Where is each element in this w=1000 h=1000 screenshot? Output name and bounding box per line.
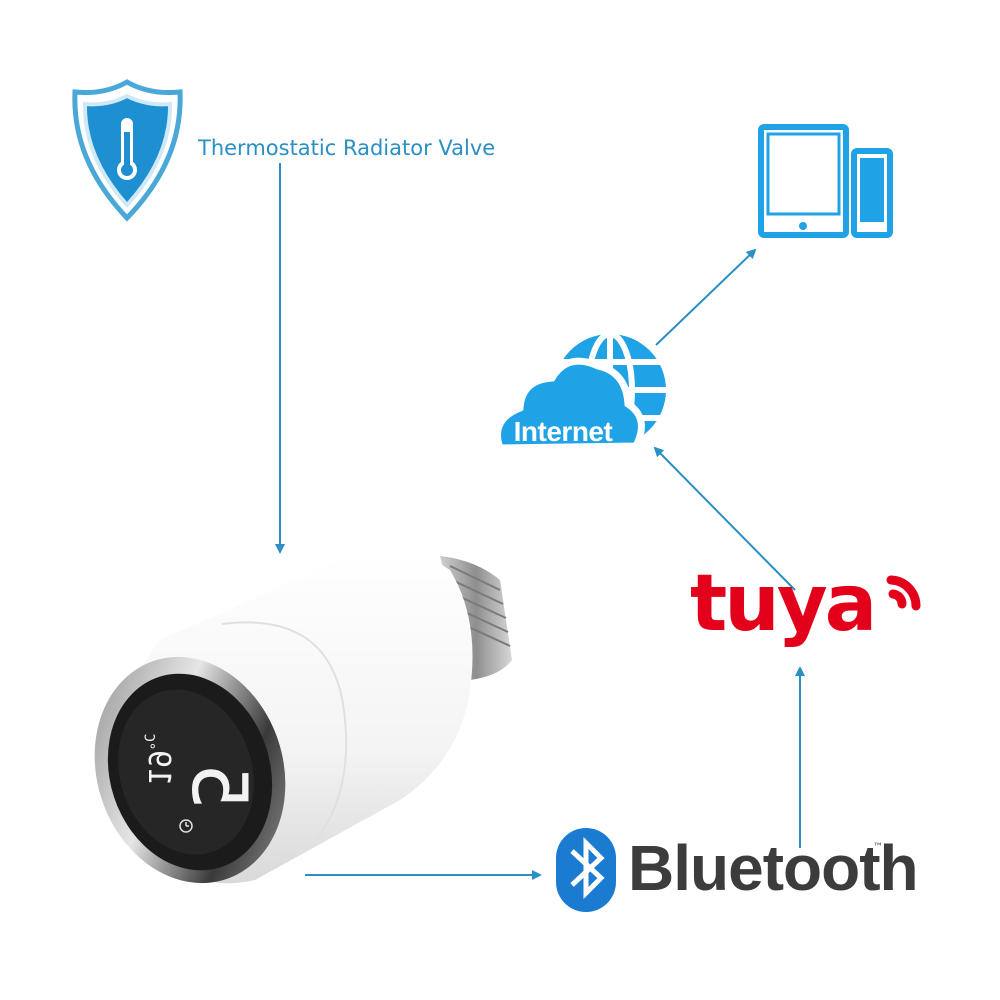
- tablet-phone-icon: [758, 124, 893, 238]
- bluetooth-icon: [556, 828, 616, 912]
- clock-icon: [179, 819, 193, 833]
- tuya-logo-text: tuya: [690, 559, 877, 649]
- thermostat-device: [94, 550, 512, 884]
- bluetooth-label: Bluetooth: [628, 832, 919, 904]
- device-label: Thermostatic Radiator Valve: [198, 136, 496, 160]
- display-unit: °C: [140, 733, 157, 751]
- arrow-tuya-to-internet: [653, 446, 796, 591]
- display-big-digit: 5: [174, 763, 264, 809]
- arrow-internet-to-devices: [655, 248, 757, 346]
- cloud-label: Internet: [513, 416, 613, 447]
- globe-cloud-icon: [494, 331, 666, 452]
- flow-arrows: [275, 163, 805, 880]
- display-small-digits: 19: [141, 749, 177, 787]
- shield-thermometer-icon: [72, 79, 183, 222]
- wifi-signal-icon: [886, 575, 921, 611]
- trademark-symbol: ™: [873, 842, 883, 853]
